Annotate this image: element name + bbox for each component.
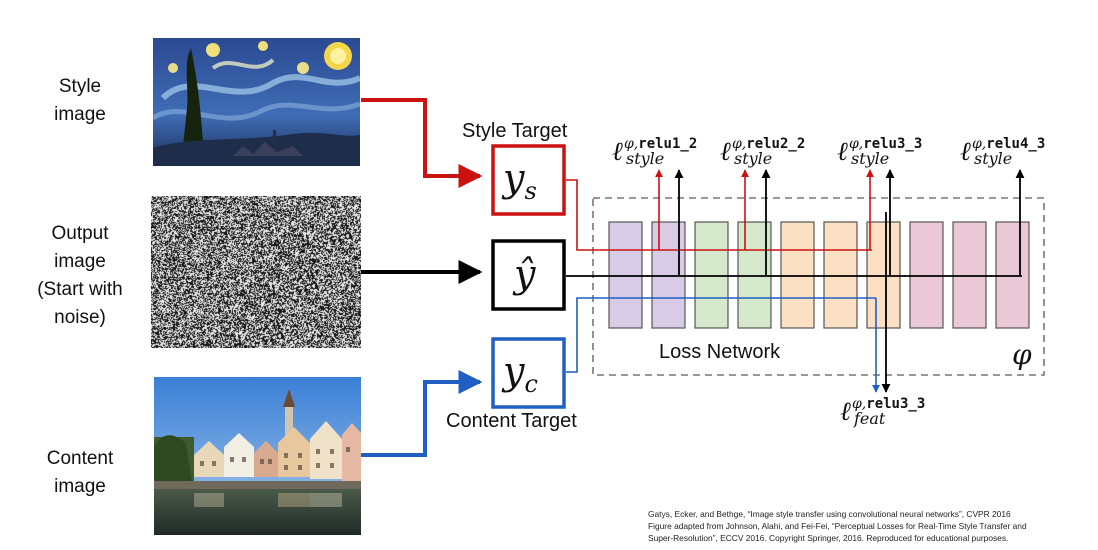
loss-superscript: φ,relu3_3 (852, 396, 925, 412)
network-layer-10 (995, 221, 1030, 329)
loss-network-label: Loss Network (659, 341, 781, 363)
network-layer-1 (608, 221, 643, 329)
network-layer-2 (651, 221, 686, 329)
loss-ell-symbol: ℓ (720, 137, 731, 167)
content-image (154, 377, 361, 535)
citation-text: Gatys, Ecker, and Bethge, “Image style t… (648, 509, 1027, 544)
style-target-symbol: ys (501, 156, 537, 205)
noise-image (151, 196, 361, 348)
loss-ell-symbol: ℓ (960, 137, 971, 167)
content-target-symbol: yc (501, 349, 538, 398)
style-image-label: Style image (54, 76, 106, 125)
loss-arrows (655, 169, 1025, 276)
loss-subscript: style (974, 149, 1012, 168)
style-target-box (491, 144, 566, 216)
style-input-arrow (361, 98, 483, 188)
loss-subscript: feat (853, 409, 886, 428)
content-image-label: Content image (46, 448, 114, 497)
loss-superscript: φ,relu1_2 (624, 136, 697, 152)
phi-symbol: φ (1012, 338, 1032, 371)
loss-network-layers (608, 221, 1030, 329)
style-image (153, 38, 360, 166)
content-target-box (491, 337, 566, 409)
loss-subscript: style (734, 149, 772, 168)
output-target-box (491, 239, 566, 311)
network-layer-9 (952, 221, 987, 329)
loss-subscript: style (626, 149, 664, 168)
network-layer-5 (780, 221, 815, 329)
output-image-label: Output image (Start with noise) (37, 223, 123, 328)
loss-subscript: style (851, 149, 889, 168)
loss-ell-symbol: ℓ (837, 137, 848, 167)
loss-superscript: φ,relu2_2 (732, 136, 805, 152)
loss-ell-symbol: ℓ (840, 397, 851, 427)
loss-superscript: φ,relu3_3 (849, 136, 922, 152)
style-feature-line (566, 179, 872, 251)
loss-superscript: φ,relu4_3 (972, 136, 1045, 152)
network-layer-3 (694, 221, 729, 329)
content-input-arrow (361, 370, 483, 457)
network-layer-6 (823, 221, 858, 329)
output-target-symbol: ŷ (512, 252, 536, 296)
loss-network-box (592, 197, 1045, 376)
loss-ell-symbol: ℓ (612, 137, 623, 167)
network-layer-7 (866, 221, 901, 329)
style-target-label: Style Target (462, 120, 568, 142)
content-feature-line (566, 297, 876, 373)
network-layer-8 (909, 221, 944, 329)
content-target-label: Content Target (446, 410, 577, 432)
